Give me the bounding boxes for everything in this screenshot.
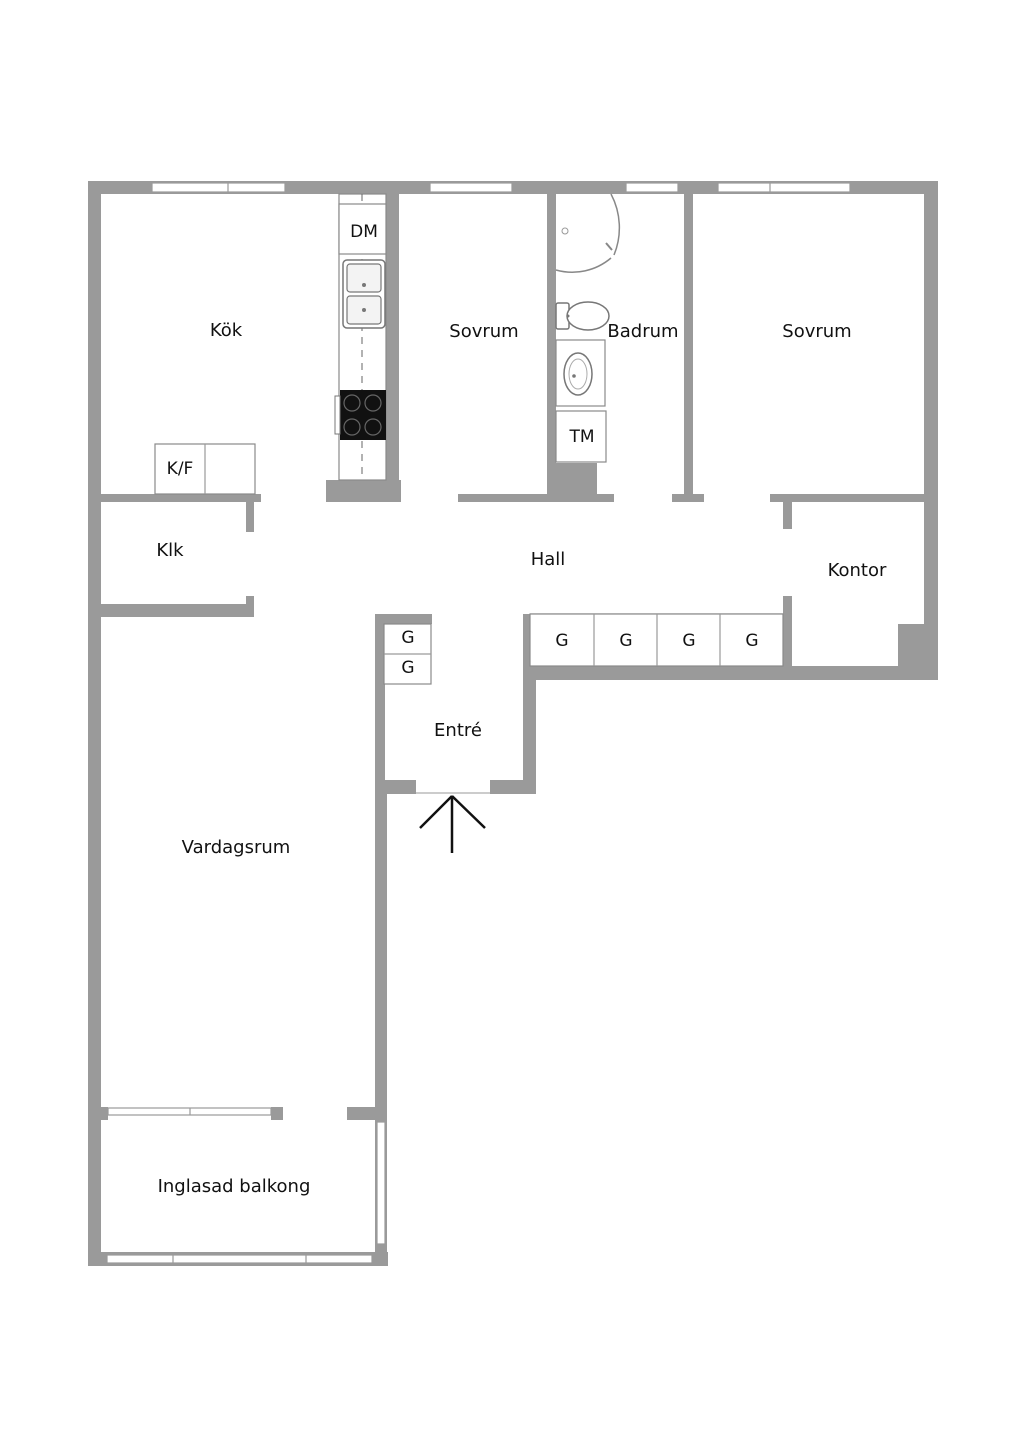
label-g: G — [745, 631, 758, 651]
room-label-badrum: Badrum — [607, 321, 678, 342]
label-dm: DM — [350, 222, 378, 242]
washbasin-icon — [555, 339, 606, 407]
label-tm: TM — [568, 427, 594, 447]
entrance-arrow-icon — [416, 792, 490, 853]
hall-storage — [383, 613, 784, 685]
fixture-labels: DM K/F TM G G G G G G — [167, 222, 759, 678]
bathroom-fixtures — [555, 193, 621, 463]
room-label-vardagsrum: Vardagsrum — [182, 837, 291, 858]
room-label-klk: Klk — [156, 540, 184, 561]
label-kf: K/F — [167, 459, 194, 479]
room-label-balkong: Inglasad balkong — [158, 1176, 311, 1197]
label-g: G — [555, 631, 568, 651]
room-label-kontor: Kontor — [828, 560, 887, 581]
room-labels: Kök Sovrum Badrum Sovrum Klk Hall Kontor… — [156, 320, 887, 1197]
label-g: G — [401, 658, 414, 678]
label-g: G — [682, 631, 695, 651]
windows — [106, 182, 851, 1264]
room-label-sovrum-2: Sovrum — [782, 321, 851, 342]
room-label-hall: Hall — [531, 549, 566, 570]
kitchen-counter — [154, 193, 387, 495]
outer-walls — [88, 181, 938, 1266]
interior-walls — [101, 194, 924, 1120]
room-label-kok: Kök — [210, 320, 243, 341]
room-label-sovrum-1: Sovrum — [449, 321, 518, 342]
stove-icon — [334, 390, 386, 440]
toilet-icon — [555, 301, 610, 331]
room-label-entre: Entré — [434, 720, 482, 741]
label-g: G — [401, 628, 414, 648]
label-g: G — [619, 631, 632, 651]
tumble-dryer — [555, 410, 607, 463]
shower-icon — [555, 193, 621, 273]
sink-icon — [342, 259, 386, 329]
